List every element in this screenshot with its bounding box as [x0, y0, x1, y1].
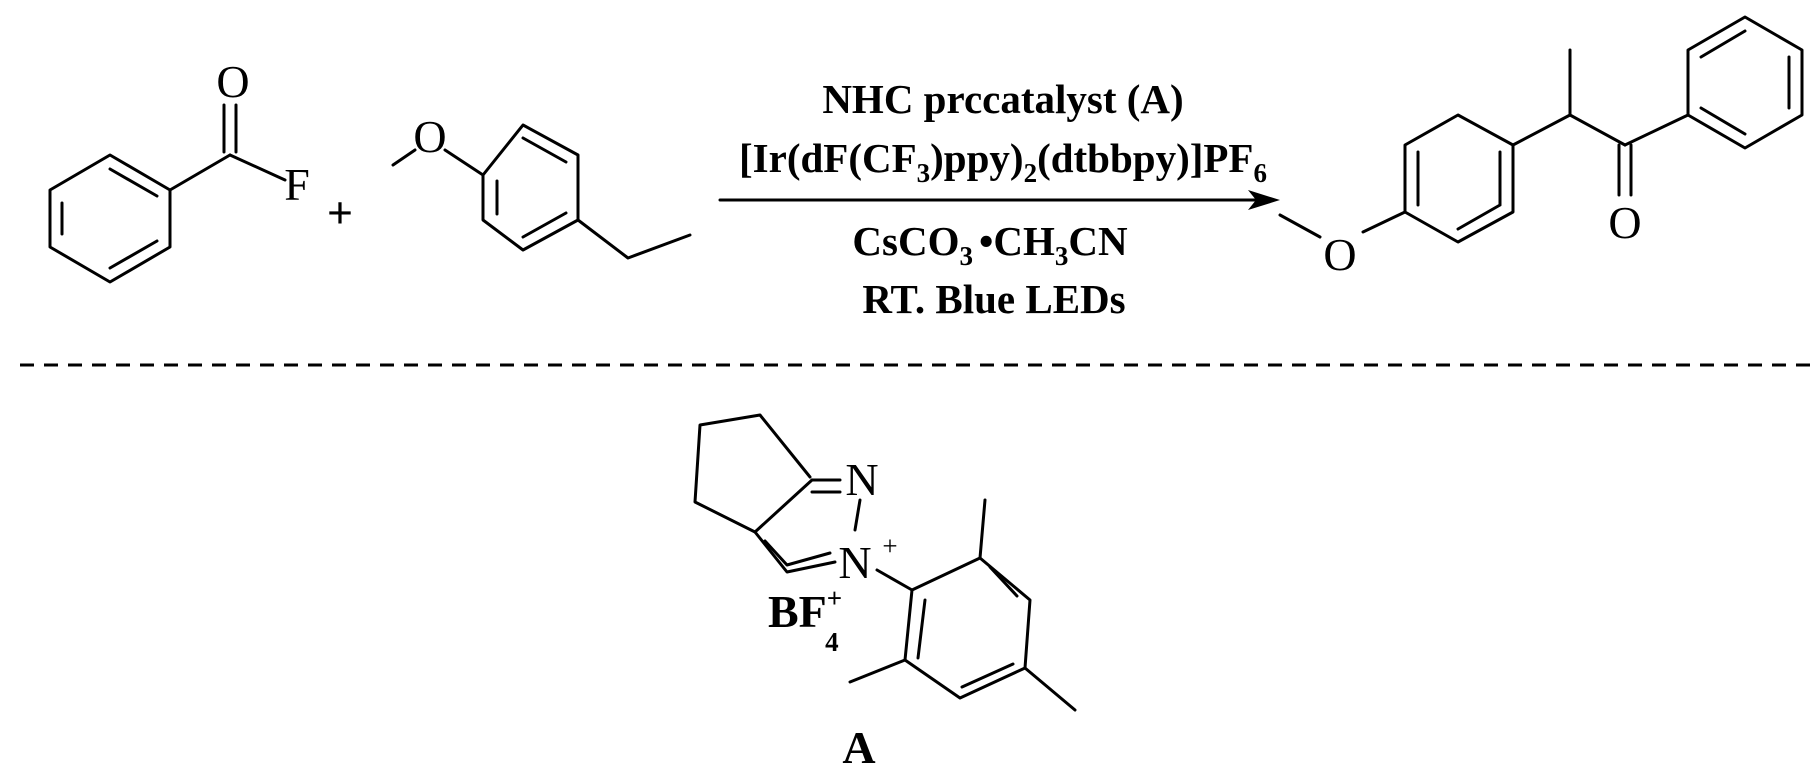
- atom-nitrogen-1: N: [845, 454, 878, 505]
- plus-sign: +: [327, 187, 353, 238]
- atom-nitrogen-2: N: [838, 537, 871, 588]
- counterion: BF+4: [768, 583, 842, 657]
- atom-oxygen-ketone: O: [1608, 197, 1641, 248]
- atom-oxygen-methoxy: O: [1323, 229, 1356, 280]
- reactant-benzoyl-fluoride: O F: [48, 56, 310, 284]
- atom-fluorine: F: [284, 159, 310, 210]
- reaction-arrow: [718, 190, 1280, 210]
- condition-photocatalyst: [Ir(dF(CF3)ppy)2(dtbbpy)]PF6: [739, 135, 1267, 188]
- condition-base-solvent: CsCO3•CH3CN: [852, 218, 1128, 271]
- reactant-4-ethylanisole: O: [391, 111, 692, 260]
- positive-charge: +: [882, 531, 897, 561]
- atom-oxygen: O: [216, 56, 249, 107]
- atom-oxygen: O: [413, 111, 446, 162]
- catalyst-label: A: [842, 722, 875, 773]
- condition-light-temperature: RT. Blue LEDs: [862, 276, 1125, 322]
- product-ketone: O O: [1278, 15, 1804, 280]
- condition-catalyst: NHC prccatalyst (A): [822, 76, 1183, 122]
- catalyst-structure: N N + BF+4: [693, 413, 1077, 712]
